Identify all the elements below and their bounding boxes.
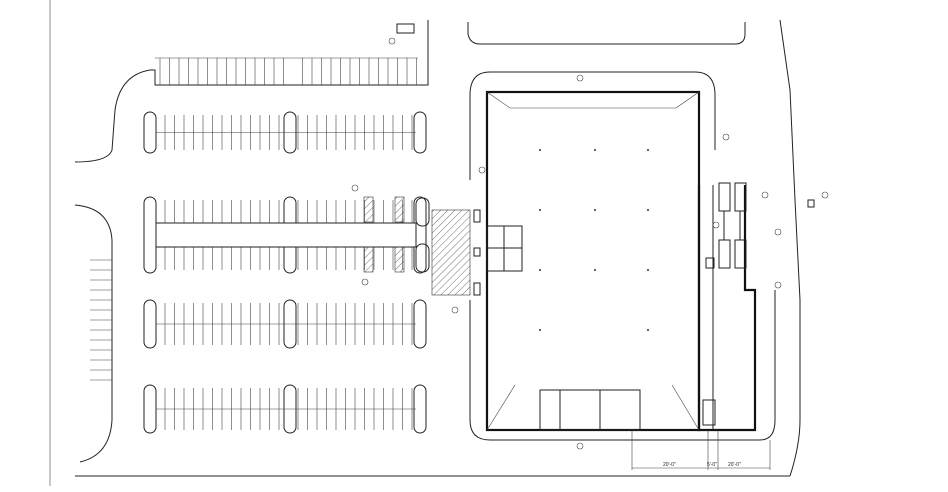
dimension-lines: 20'-0" 5'-0" 20'-0" bbox=[631, 430, 771, 470]
accessible-aisle-hatch bbox=[363, 196, 374, 223]
accessible-aisle-hatch bbox=[394, 246, 405, 273]
column bbox=[647, 209, 649, 211]
keynote-marker bbox=[451, 306, 459, 314]
keynote-markers bbox=[351, 74, 829, 450]
keynote-marker bbox=[388, 37, 396, 45]
keynote-marker bbox=[576, 442, 584, 450]
door bbox=[473, 247, 481, 257]
column bbox=[647, 149, 649, 151]
parking-lot bbox=[90, 57, 427, 434]
building-curb bbox=[469, 71, 776, 441]
entry-plaza-hatch bbox=[431, 209, 471, 296]
structural-columns bbox=[539, 149, 649, 331]
column bbox=[594, 149, 596, 151]
island-end bbox=[415, 243, 430, 273]
keynote-marker bbox=[774, 281, 782, 289]
column bbox=[647, 269, 649, 271]
keynote-marker bbox=[576, 74, 584, 82]
accessible-aisle-hatch bbox=[394, 196, 405, 223]
keynote-marker bbox=[774, 228, 782, 236]
door bbox=[473, 209, 481, 223]
top-road-curb bbox=[467, 22, 746, 45]
right-road-curb bbox=[779, 19, 801, 477]
keynote-marker bbox=[712, 221, 720, 229]
parking-island bbox=[143, 299, 157, 349]
keynote-marker bbox=[351, 184, 359, 192]
column bbox=[647, 329, 649, 331]
keynote-marker bbox=[722, 133, 730, 141]
building bbox=[473, 90, 757, 432]
dimension-label: 20'-0" bbox=[728, 462, 741, 468]
column bbox=[594, 209, 596, 211]
parking-left-curb bbox=[74, 20, 429, 163]
keynote-marker bbox=[761, 191, 769, 199]
accessible-aisle-hatch bbox=[363, 246, 374, 273]
keynote-marker bbox=[478, 166, 486, 174]
column bbox=[539, 149, 541, 151]
parking-island bbox=[143, 196, 157, 274]
dimension-label: 5'-0" bbox=[707, 462, 717, 468]
column bbox=[594, 269, 596, 271]
parking-island bbox=[143, 384, 157, 434]
loading-dock-vehicles bbox=[705, 182, 815, 269]
parking-left-curb-lower bbox=[74, 204, 113, 463]
door bbox=[473, 282, 481, 296]
drive-aisle bbox=[155, 222, 417, 248]
parking-island bbox=[143, 111, 157, 154]
island-end bbox=[415, 197, 430, 227]
column bbox=[539, 329, 541, 331]
keynote-marker bbox=[361, 278, 369, 286]
column bbox=[539, 269, 541, 271]
keynote-marker bbox=[821, 191, 829, 199]
dimension-label: 20'-0" bbox=[663, 462, 676, 468]
column bbox=[539, 209, 541, 211]
transformer-pad bbox=[396, 23, 415, 34]
